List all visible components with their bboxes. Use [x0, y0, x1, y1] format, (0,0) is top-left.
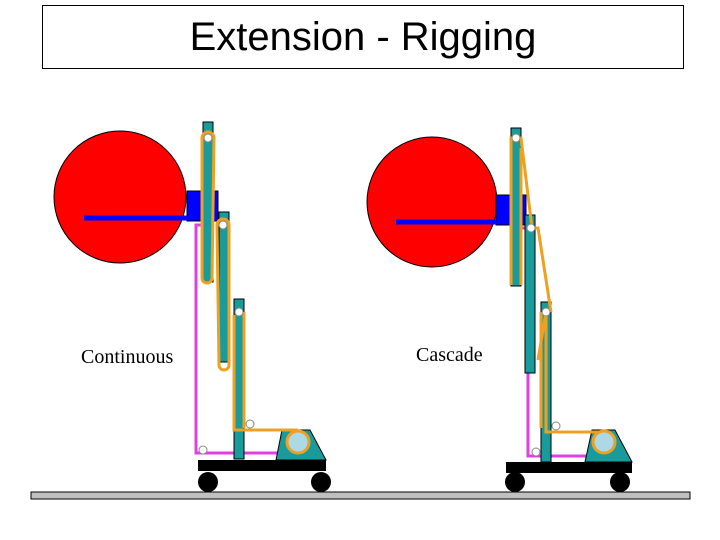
drive-pulley-right — [591, 429, 617, 455]
sheave-right-low — [541, 307, 551, 317]
drive-pulley-left — [285, 429, 311, 455]
idler-left-1 — [245, 419, 255, 429]
sheave-right-mid — [526, 223, 536, 233]
page-title: Extension - Rigging — [42, 5, 684, 69]
floor — [30, 491, 691, 500]
idler-right-2 — [531, 447, 541, 457]
chain-left-1 — [200, 130, 216, 285]
sheave-left-low — [234, 307, 244, 317]
wheel-right-2 — [610, 472, 630, 492]
load-circle-right — [366, 136, 498, 268]
cascade-label: Cascade — [416, 344, 483, 366]
cascade-diagram — [366, 127, 633, 492]
chain-left-2 — [215, 217, 231, 372]
continuous-diagram — [53, 121, 331, 492]
load-circle-left — [53, 130, 187, 264]
chain-left-3 — [232, 315, 298, 432]
idler-left-2 — [198, 445, 208, 455]
sheave-left-mid — [218, 220, 228, 230]
wheel-left-2 — [311, 472, 331, 492]
sheave-left-top — [203, 133, 213, 143]
base-right — [506, 462, 632, 473]
mid-mast-right — [524, 214, 536, 374]
base-left — [198, 460, 326, 471]
wheel-left-1 — [198, 472, 218, 492]
continuous-label: Continuous — [81, 346, 174, 368]
wheel-right-1 — [505, 472, 525, 492]
sheave-right-top — [511, 133, 521, 143]
idler-right-1 — [551, 421, 561, 431]
